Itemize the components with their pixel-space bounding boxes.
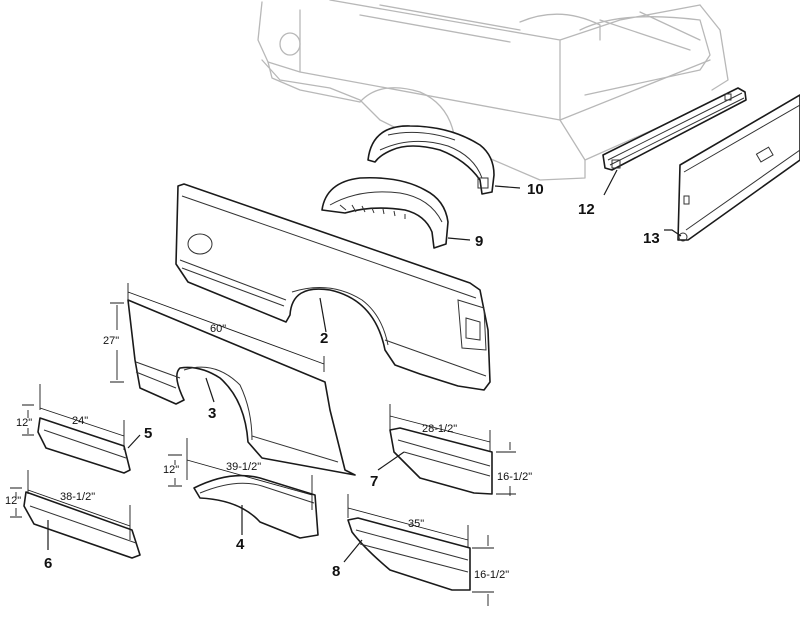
callout-13: 13	[643, 230, 660, 247]
callout-10: 10	[527, 181, 544, 198]
p6-length-label: 38-1/2"	[60, 491, 95, 503]
p5-height-label: 12"	[16, 417, 32, 429]
dimension-labels: 27" 60" 12" 24" 12" 38-1/2" 12" 39-1/2" …	[5, 323, 532, 581]
callout-3: 3	[208, 405, 216, 422]
callout-5: 5	[144, 425, 152, 442]
part-7-rear-corner	[389, 404, 516, 496]
part-3-lower-quarter-panel	[127, 299, 356, 476]
leader-lines	[47, 169, 682, 563]
p8-length-label: 35"	[408, 518, 424, 530]
callout-4: 4	[236, 536, 245, 553]
p4-height-label: 12"	[163, 464, 179, 476]
callout-numbers: 10 9 12 13 2 3 5 6 4 7 8	[44, 181, 660, 580]
callout-2: 2	[320, 330, 328, 347]
part-2-bedside-panel	[175, 183, 491, 391]
part-10-inner-wheelhouse	[367, 125, 495, 195]
truck-bed-ghost-outline	[257, 0, 729, 181]
part-9-outer-wheelhouse	[321, 176, 449, 249]
callout-7: 7	[370, 473, 378, 490]
part-12-rear-sill	[602, 87, 747, 171]
p3-height-label: 27"	[103, 335, 119, 347]
part-4-wheel-arch-patch	[168, 438, 319, 539]
callout-6: 6	[44, 555, 52, 572]
callout-9: 9	[475, 233, 483, 250]
p7-height-label: 16-1/2"	[497, 471, 532, 483]
p7-length-label: 28-1/2"	[422, 423, 457, 435]
p3-length-label: 60"	[210, 323, 226, 335]
p5-length-label: 24"	[72, 415, 88, 427]
part-5-small-rocker	[22, 384, 131, 474]
p4-length-label: 39-1/2"	[226, 461, 261, 473]
p8-height-label: 16-1/2"	[474, 569, 509, 581]
p6-height-label: 12"	[5, 495, 21, 507]
part-6-long-rocker	[10, 470, 141, 559]
callout-12: 12	[578, 201, 595, 218]
part-8-rear-corner-long	[347, 494, 494, 606]
callout-8: 8	[332, 563, 340, 580]
part-3-dimensions	[110, 283, 325, 383]
part-13-tailgate	[677, 94, 800, 242]
